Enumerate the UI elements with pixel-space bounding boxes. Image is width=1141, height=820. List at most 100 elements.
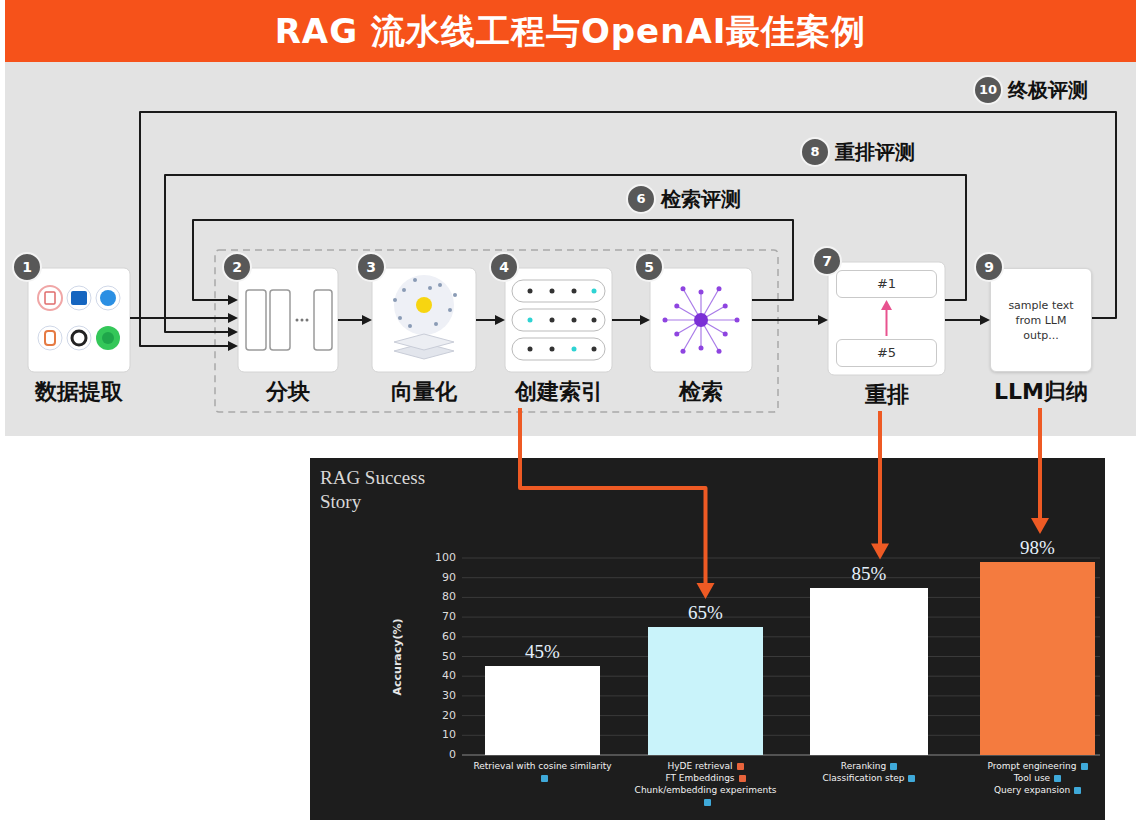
source-icons: [38, 286, 120, 350]
connector: [165, 175, 966, 337]
query-point: [416, 297, 432, 313]
axis-tick: 100: [416, 551, 456, 565]
dot: [723, 304, 728, 309]
icon: [67, 326, 91, 350]
axis-tick: 70: [416, 610, 456, 624]
checkbox: [739, 775, 746, 782]
dot: [550, 289, 555, 294]
pipeline-step: 2分块: [238, 268, 338, 408]
gridline: [462, 558, 1100, 559]
edge-label: 终极评测: [1008, 78, 1088, 102]
callout-number: 1: [12, 252, 42, 282]
axis-tick: 10: [416, 728, 456, 742]
bar-label: Reranking: [841, 761, 886, 771]
dot: [408, 324, 412, 328]
axis-tick: 90: [416, 571, 456, 585]
arrow-head: [495, 315, 505, 325]
dot: [550, 318, 555, 323]
connector: [193, 220, 793, 305]
bar-fill: [648, 627, 763, 755]
dot: [717, 286, 722, 291]
dot: [453, 293, 457, 297]
step-box: [505, 268, 612, 372]
rank-label: #1: [877, 276, 896, 292]
bar-label-row: Query expansion: [965, 784, 1110, 796]
bar-value: 45%: [475, 640, 610, 664]
axis-tick: 50: [416, 650, 456, 664]
arrow-head: [697, 583, 715, 599]
connector-line: [612, 319, 643, 321]
pipeline-step: 4创建索引: [505, 268, 612, 408]
icon: [96, 286, 120, 310]
bar-label-row: FT Embeddings: [633, 772, 778, 784]
chunk: [314, 290, 332, 350]
icon: [71, 291, 87, 305]
checkbox: [704, 799, 711, 806]
edge-label: 重排评测: [835, 140, 915, 164]
bar-labels: Prompt engineeringTool useQuery expansio…: [965, 760, 1110, 796]
connector: [476, 315, 505, 325]
pipeline-step: 3向量化: [372, 268, 476, 408]
dot: [402, 288, 406, 292]
callout-number: 4: [489, 252, 519, 282]
icon: [45, 292, 55, 304]
group-outline: [215, 250, 778, 412]
index-figure: [512, 280, 605, 360]
axis-tick: 80: [416, 590, 456, 604]
dot: [592, 318, 597, 323]
bar-label: Prompt engineering: [988, 761, 1077, 771]
dot: [413, 278, 417, 282]
callout-number: 8: [800, 137, 830, 167]
bar-label-row: HyDE retrieval: [633, 760, 778, 772]
rank-label: #5: [877, 345, 896, 361]
callout-number: 6: [626, 184, 656, 214]
bar-label: Tool use: [1014, 773, 1050, 783]
connector: [140, 112, 1116, 351]
connector: [612, 315, 650, 325]
axis-tick: 30: [416, 689, 456, 703]
arrow-head: [228, 327, 238, 337]
bar-labels: HyDE retrievalFT EmbeddingsChunk/embeddi…: [633, 760, 778, 808]
dot: [438, 283, 442, 287]
rank-chip: #5: [836, 339, 937, 367]
checkbox: [541, 775, 548, 782]
step-label: 分块: [266, 378, 310, 406]
step-box: [238, 268, 338, 372]
icon: [72, 331, 86, 345]
connector: [752, 315, 828, 325]
dot: [681, 286, 686, 291]
dot: [572, 318, 577, 323]
step-box: [828, 262, 945, 375]
dot: [723, 332, 728, 337]
vector-figure: [393, 275, 457, 359]
axis-tick: 20: [416, 709, 456, 723]
arrow-head: [871, 544, 889, 560]
bar-label-row: Classification step: [795, 772, 943, 784]
connector-line: [140, 112, 1116, 346]
axis-title: Accuracy(%): [391, 619, 405, 696]
bar-label-row: Reranking: [795, 760, 943, 772]
bar-fill: [485, 666, 600, 755]
icon: [100, 290, 116, 306]
bar-label: HyDE retrieval: [667, 761, 732, 771]
index-row: [512, 280, 605, 302]
pipeline-step: 1数据提取: [28, 268, 130, 408]
step-label: 创建索引: [515, 378, 603, 406]
dot: [296, 319, 299, 322]
step-label: LLM归纳: [994, 378, 1088, 406]
dot: [398, 316, 402, 320]
pipeline-step: sample text from LLM outp...9LLM归纳: [990, 268, 1092, 408]
dot: [674, 304, 679, 309]
chart-panel: RAG Success Story45%Retrieval with cosin…: [310, 460, 1105, 818]
dot: [448, 308, 452, 312]
bar-label-row: Tool use: [965, 772, 1110, 784]
checkbox: [1081, 763, 1088, 770]
callout-number: 5: [634, 252, 664, 282]
dot: [592, 347, 597, 352]
icon: [45, 331, 55, 345]
icon: [38, 286, 62, 310]
dot: [572, 289, 577, 294]
arrow-head: [640, 315, 650, 325]
icon: [67, 286, 91, 310]
